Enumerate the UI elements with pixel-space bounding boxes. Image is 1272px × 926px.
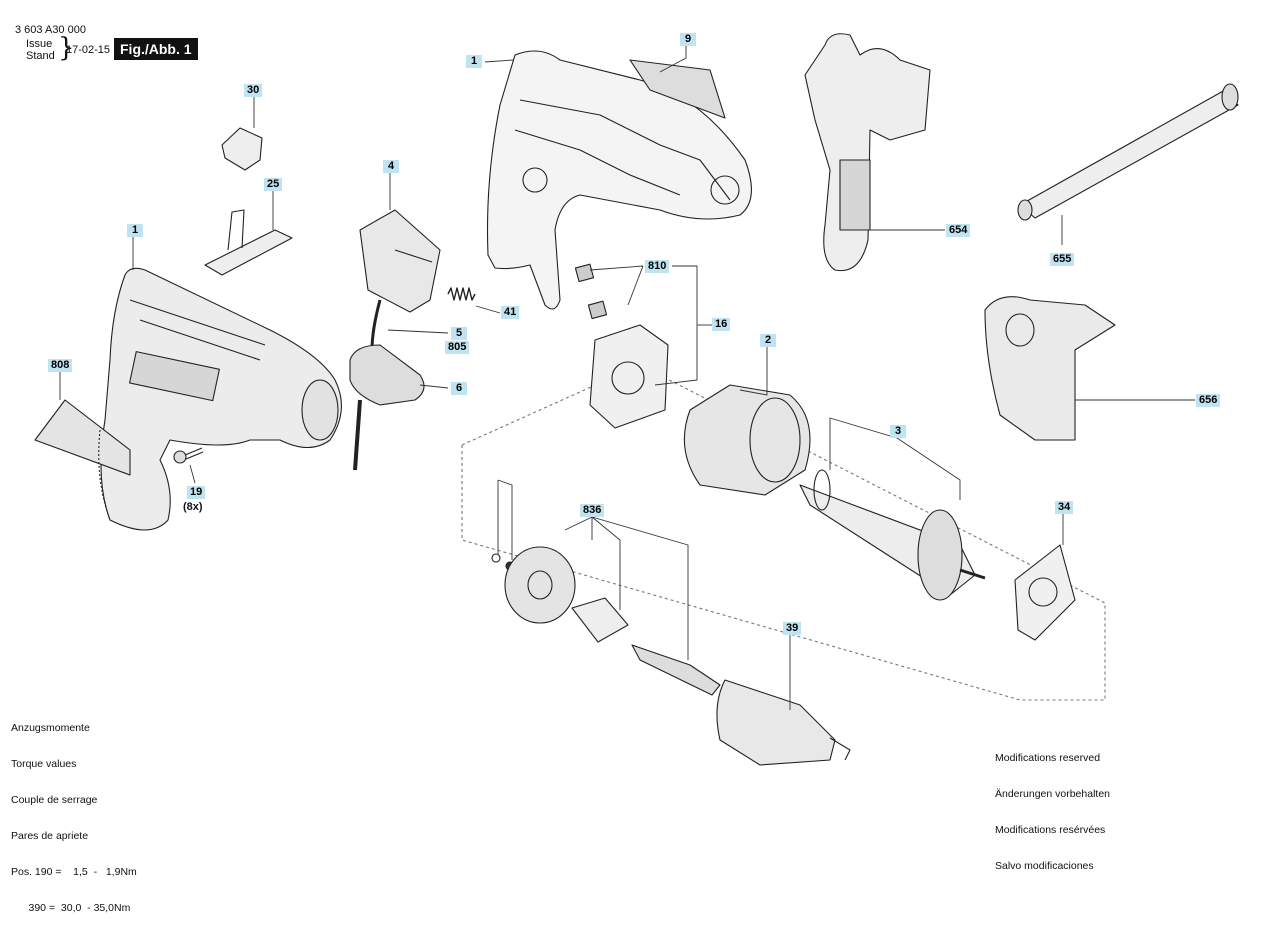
torque-line: Anzugsmomente	[11, 722, 90, 734]
switch-drawing	[359, 209, 441, 313]
cable-grommet-drawing	[349, 299, 425, 471]
plate-drawing	[1014, 544, 1076, 641]
callout-655: 655	[1050, 253, 1075, 266]
spring-drawing	[447, 287, 476, 301]
callout-2: 2	[760, 334, 776, 347]
torque-values-note: Anzugsmomente Torque values Couple de se…	[11, 698, 137, 926]
stand-label: Stand	[26, 50, 55, 62]
callout-1-housing: 1	[466, 55, 482, 68]
issue-date: 17-02-15	[66, 44, 111, 56]
auxiliary-handle-drawing	[804, 33, 931, 272]
callout-1-drill: 1	[127, 224, 143, 237]
callout-654: 654	[946, 224, 971, 237]
callout-19: 19	[187, 486, 206, 499]
callout-41: 41	[501, 306, 520, 319]
modifications-note: Modifications reserved Änderungen vorbeh…	[995, 728, 1110, 884]
callout-810: 810	[645, 260, 670, 273]
callout-656: 656	[1196, 394, 1221, 407]
brace-glyph: }	[58, 33, 75, 63]
torque-line: Pos. 190 = 1,5 - 1,9Nm	[11, 866, 137, 878]
housing-half-drawing	[486, 50, 752, 310]
callout-34: 34	[1055, 501, 1074, 514]
callout-808: 808	[48, 359, 73, 372]
chuck-drawing	[716, 679, 851, 766]
modification-line: Salvo modificaciones	[995, 860, 1094, 872]
torque-line: Torque values	[11, 758, 77, 770]
screw-drawing	[173, 447, 204, 464]
brush-holder-drawing	[574, 263, 669, 429]
callout-25: 25	[264, 178, 283, 191]
torque-line: 390 = 30,0 - 35,0Nm	[11, 902, 131, 914]
callout-836: 836	[580, 504, 605, 517]
figure-label: Fig./Abb. 1	[114, 38, 198, 60]
callout-3: 3	[890, 425, 906, 438]
slider-parts-drawing	[204, 127, 293, 276]
exploded-view-drawing	[34, 33, 1239, 766]
callout-6: 6	[451, 382, 467, 395]
torque-line: Pares de apriete	[11, 830, 89, 842]
drill-assembly-drawing	[34, 267, 342, 531]
callout-19-quantity: (8x)	[183, 501, 203, 513]
issue-label: Issue	[26, 38, 53, 50]
torque-line: Couple de serrage	[11, 794, 98, 806]
callout-4: 4	[383, 160, 399, 173]
callout-16: 16	[712, 318, 731, 331]
depth-stop-drawing	[1017, 83, 1239, 221]
callout-5: 5	[451, 327, 467, 340]
stator-drawing	[683, 384, 811, 496]
issue-labels: Issue Stand	[26, 38, 55, 62]
leader-lines	[59, 42, 1195, 710]
callout-39: 39	[783, 622, 802, 635]
callout-805: 805	[445, 341, 470, 354]
dust-box-drawing	[984, 296, 1116, 441]
modification-line: Änderungen vorbehalten	[995, 788, 1111, 800]
modification-line: Modifications reserved	[995, 752, 1101, 764]
modification-line: Modifications resérvées	[995, 824, 1106, 836]
callout-30: 30	[244, 84, 263, 97]
document-number: 3 603 A30 000	[15, 24, 86, 36]
callout-9: 9	[680, 33, 696, 46]
gear-spindle-drawing	[491, 546, 721, 696]
armature-drawing	[799, 469, 986, 601]
